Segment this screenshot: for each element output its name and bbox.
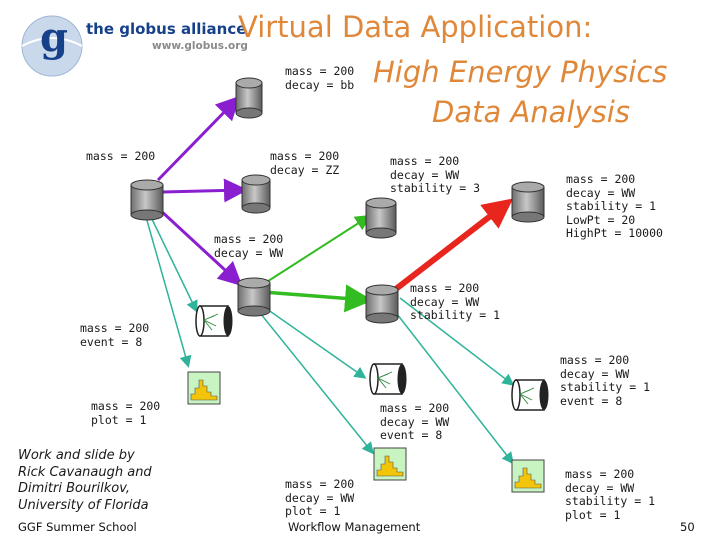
node-label-ww-s3: mass = 200 decay = WW stability = 3: [390, 154, 481, 195]
node-label-ww-event8: mass = 200 decay = WW event = 8: [380, 401, 450, 442]
credit-text: Work and slide by Rick Cavanaugh and Dim…: [18, 448, 152, 513]
edge-purple-root-zz: [162, 178, 248, 203]
histogram-plot-icon: [187, 371, 221, 405]
node-label-event8: mass = 200 event = 8: [80, 321, 150, 349]
dataset-root-icon: [130, 179, 164, 221]
dataset-zz-icon: [241, 174, 271, 214]
logo-letter: g: [40, 14, 68, 61]
node-label-root: mass = 200: [86, 149, 156, 163]
logo-url: www.globus.org: [152, 40, 248, 52]
edge-purple-root-bb: [156, 95, 241, 182]
footer-left: GGF Summer School: [18, 520, 137, 534]
node-label-ww: mass = 200 decay = WW: [214, 232, 284, 260]
edge-teal-ww-plot: [251, 302, 374, 455]
edge-teal-ww-event: [253, 299, 367, 379]
node-label-plot1: mass = 200 plot = 1: [91, 399, 161, 427]
dataset-ww-icon: [237, 277, 271, 317]
event-display-icon: [195, 305, 233, 337]
edge-teal-root-event: [149, 214, 198, 313]
dataset-bb-icon: [235, 77, 263, 119]
edge-green-ww-s1: [262, 284, 373, 313]
title-line-1: Virtual Data Application:: [238, 10, 593, 44]
histogram-plot-ww-icon: [373, 447, 407, 481]
node-label-zz: mass = 200 decay = ZZ: [270, 149, 340, 177]
edge-green-ww-s3: [261, 214, 372, 286]
dataset-ww-s1-icon: [365, 284, 399, 324]
page-number: 50: [680, 520, 695, 534]
edge-teal-s1-event: [399, 297, 515, 386]
dataset-ww-s3-icon: [365, 197, 397, 239]
edge-teal-s1-plot: [389, 304, 514, 465]
node-label-ww-s1: mass = 200 decay = WW stability = 1: [410, 281, 501, 322]
node-label-ww-plot1: mass = 200 decay = WW plot = 1: [285, 477, 355, 518]
histogram-plot-ww-s1-icon: [511, 459, 545, 493]
node-label-ww-s1-event8: mass = 200 decay = WW stability = 1 even…: [560, 353, 651, 408]
edge-purple-root-ww: [158, 208, 243, 287]
logo-name: the globus alliance: [86, 20, 247, 38]
edge-red-s1-lowpt: [390, 198, 514, 295]
node-label-bb: mass = 200 decay = bb: [285, 64, 355, 92]
dataset-ww-s1-lowpt-icon: [511, 181, 545, 223]
event-display-ww-icon: [369, 363, 407, 395]
title-line-2: High Energy Physics: [373, 55, 668, 89]
node-label-ww-s1-lowpt: mass = 200 decay = WW stability = 1 LowP…: [566, 172, 663, 240]
edge-teal-root-plot: [145, 216, 192, 368]
event-display-ww-s1-icon: [511, 379, 549, 411]
node-label-ww-s1-plot1: mass = 200 decay = WW stability = 1 plot…: [565, 467, 656, 522]
globus-logo-icon: [21, 15, 83, 77]
title-line-3: Data Analysis: [432, 95, 630, 129]
footer-center: Workflow Management: [288, 520, 421, 534]
